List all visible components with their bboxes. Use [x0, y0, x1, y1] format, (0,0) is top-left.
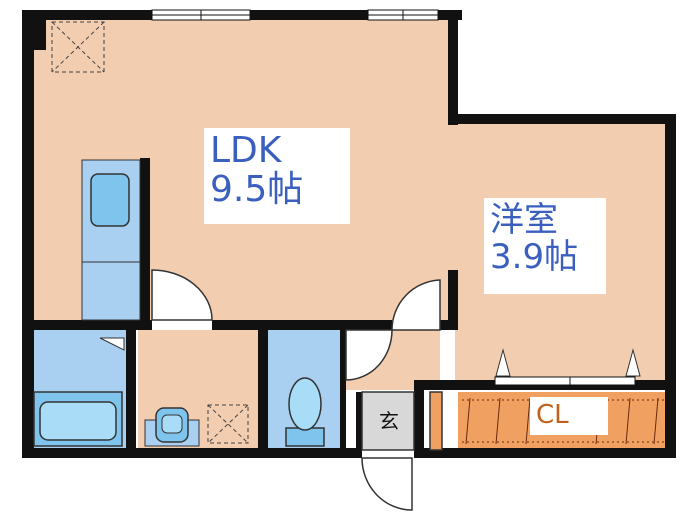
- yoshitsu-size: 3.9帖: [490, 236, 579, 277]
- wall-toilet-hall: [340, 330, 346, 450]
- washbasin-icon: [144, 407, 200, 447]
- wall-bottom: [22, 448, 362, 458]
- genkan-label: 玄: [379, 408, 399, 433]
- wall-genkan-step: [356, 392, 362, 450]
- wall-kitchen-partition: [140, 158, 150, 328]
- wall-ldk-bottom: [22, 320, 152, 330]
- wall-bottom-right: [414, 448, 676, 458]
- wall-closet-left: [414, 380, 424, 450]
- yoshitsu-label: 洋室 3.9帖: [484, 198, 606, 294]
- door-swing-yoshitsu: [391, 279, 441, 331]
- wall-yoshitsu-top: [448, 114, 676, 124]
- wall-ldk-yoshitsu-lower: [448, 270, 458, 330]
- toilet-icon: [285, 377, 325, 447]
- ldk-size: 9.5帖: [210, 168, 304, 210]
- door-swing-hall: [345, 329, 393, 381]
- yoshitsu-marks: [495, 348, 641, 377]
- bathtub-icon: [39, 401, 117, 441]
- vent-washroom: [207, 404, 249, 444]
- wall-right: [665, 114, 676, 458]
- windows: [151, 9, 636, 386]
- wall-left: [22, 10, 34, 458]
- wall-bath-washroom: [126, 330, 136, 450]
- door-swing-entrance: [361, 457, 413, 511]
- wall-corner-block: [22, 10, 46, 50]
- vent-ldk: [51, 21, 105, 73]
- ldk-label: LDK 9.5帖: [204, 128, 350, 224]
- wall-washroom-toilet: [258, 330, 268, 450]
- window-3: [494, 376, 636, 386]
- closet-name: CL: [536, 400, 569, 430]
- bathtub: [33, 337, 125, 447]
- sink-icon: [90, 173, 130, 227]
- genkan-floor: [362, 392, 414, 450]
- wall-ldk-right-upper: [448, 10, 458, 125]
- yoshitsu-name: 洋室: [490, 200, 558, 240]
- door-swing-kitchen: [151, 269, 213, 321]
- wall-ldk-bottom-mid: [212, 320, 392, 330]
- genkan-step: [361, 391, 415, 451]
- doors: [151, 269, 443, 511]
- kitchen-counter: [81, 159, 141, 321]
- closet-door-strip: [429, 391, 443, 451]
- ldk-name: LDK: [210, 130, 282, 171]
- closet-label: CL: [530, 397, 608, 435]
